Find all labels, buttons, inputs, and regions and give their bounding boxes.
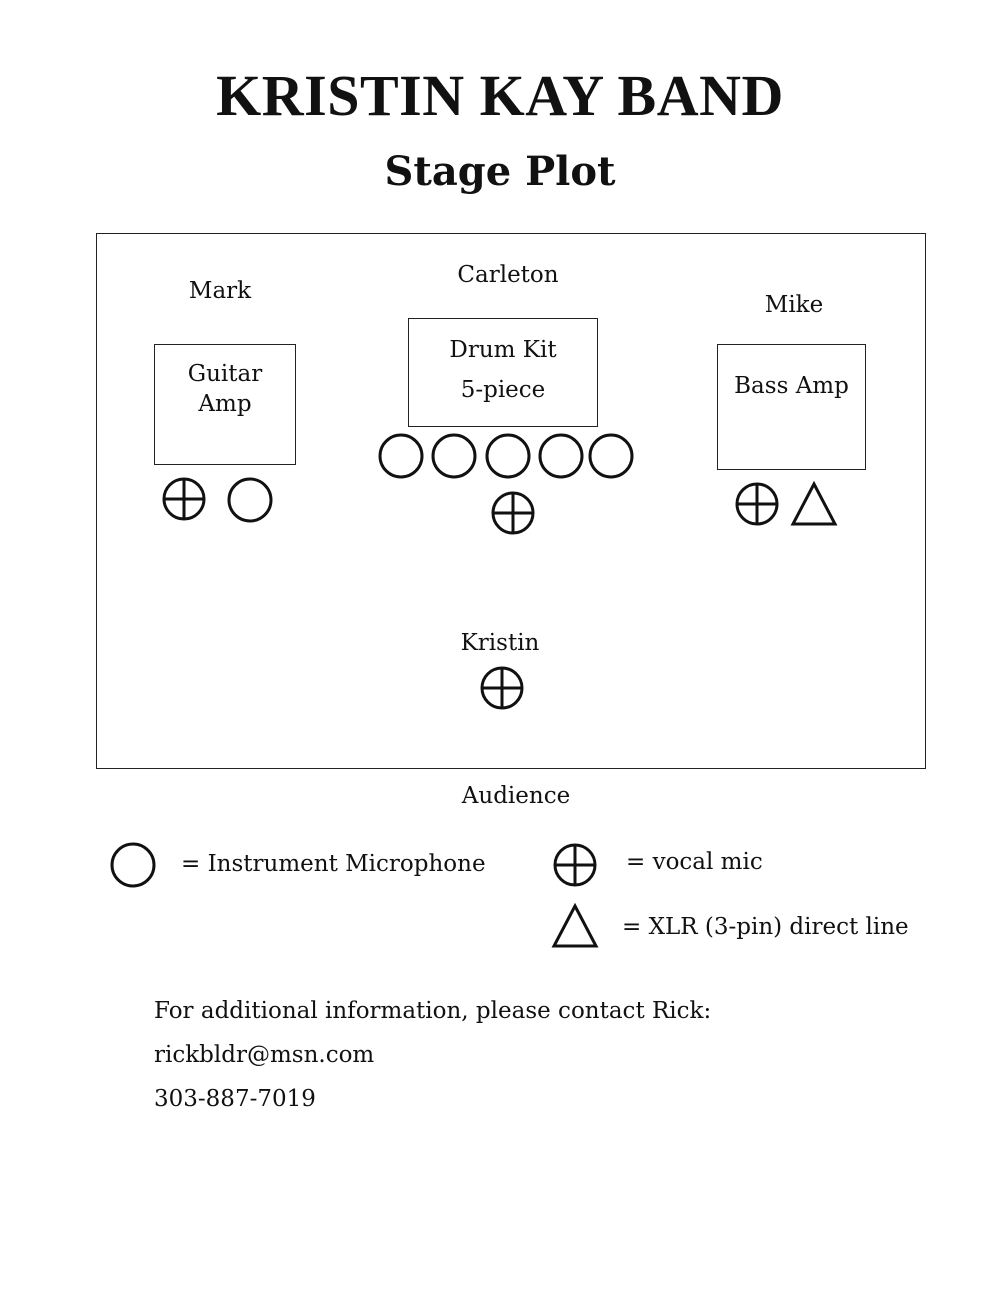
bass-amp-label: Bass Amp xyxy=(734,373,849,399)
guitar-instrument-mic-icon xyxy=(227,477,273,523)
guitar-amp-label-line2: Amp xyxy=(198,391,252,417)
bass-amp-box: Bass Amp xyxy=(717,344,866,470)
drum-mic-3-icon xyxy=(485,433,531,479)
drum-vocal-mic-icon xyxy=(491,491,535,535)
legend-vocal-mic-text: = vocal mic xyxy=(626,849,763,875)
legend-direct-line-icon xyxy=(551,902,599,948)
drum-mic-5-icon xyxy=(588,433,634,479)
contact-intro: For additional information, please conta… xyxy=(154,998,712,1024)
legend-instrument-mic-icon xyxy=(110,842,156,888)
guitar-amp-label-line1: Guitar xyxy=(187,361,263,387)
drum-mic-4-icon xyxy=(538,433,584,479)
performer-mark-label: Mark xyxy=(188,278,252,304)
band-title: KRISTIN KAY BAND xyxy=(216,63,784,128)
drum-kit-label-line2: 5-piece xyxy=(460,377,546,403)
kristin-vocal-mic-icon xyxy=(480,666,524,710)
performer-kristin-label: Kristin xyxy=(460,630,540,656)
performer-carleton-label: Carleton xyxy=(457,262,559,288)
page-subtitle: Stage Plot xyxy=(384,148,616,195)
drum-mic-2-icon xyxy=(431,433,477,479)
guitar-amp-box: Guitar Amp xyxy=(154,344,296,465)
performer-mike-label: Mike xyxy=(764,292,824,318)
contact-email: rickbldr@msn.com xyxy=(154,1042,375,1068)
contact-phone: 303-887-7019 xyxy=(154,1086,316,1112)
legend-direct-line-text: = XLR (3-pin) direct line xyxy=(622,914,909,940)
drum-kit-box: Drum Kit 5-piece xyxy=(408,318,598,427)
drum-mic-1-icon xyxy=(378,433,424,479)
bass-vocal-mic-icon xyxy=(735,482,779,526)
audience-label: Audience xyxy=(461,783,571,809)
stage-area xyxy=(96,233,926,769)
drum-instrument-mics-group xyxy=(378,433,634,479)
guitar-vocal-mic-icon xyxy=(162,477,206,521)
legend-instrument-mic-text: = Instrument Microphone xyxy=(181,851,486,877)
bass-direct-line-icon xyxy=(790,480,838,526)
legend-vocal-mic-icon xyxy=(553,843,597,887)
drum-kit-label-line1: Drum Kit xyxy=(449,337,557,363)
